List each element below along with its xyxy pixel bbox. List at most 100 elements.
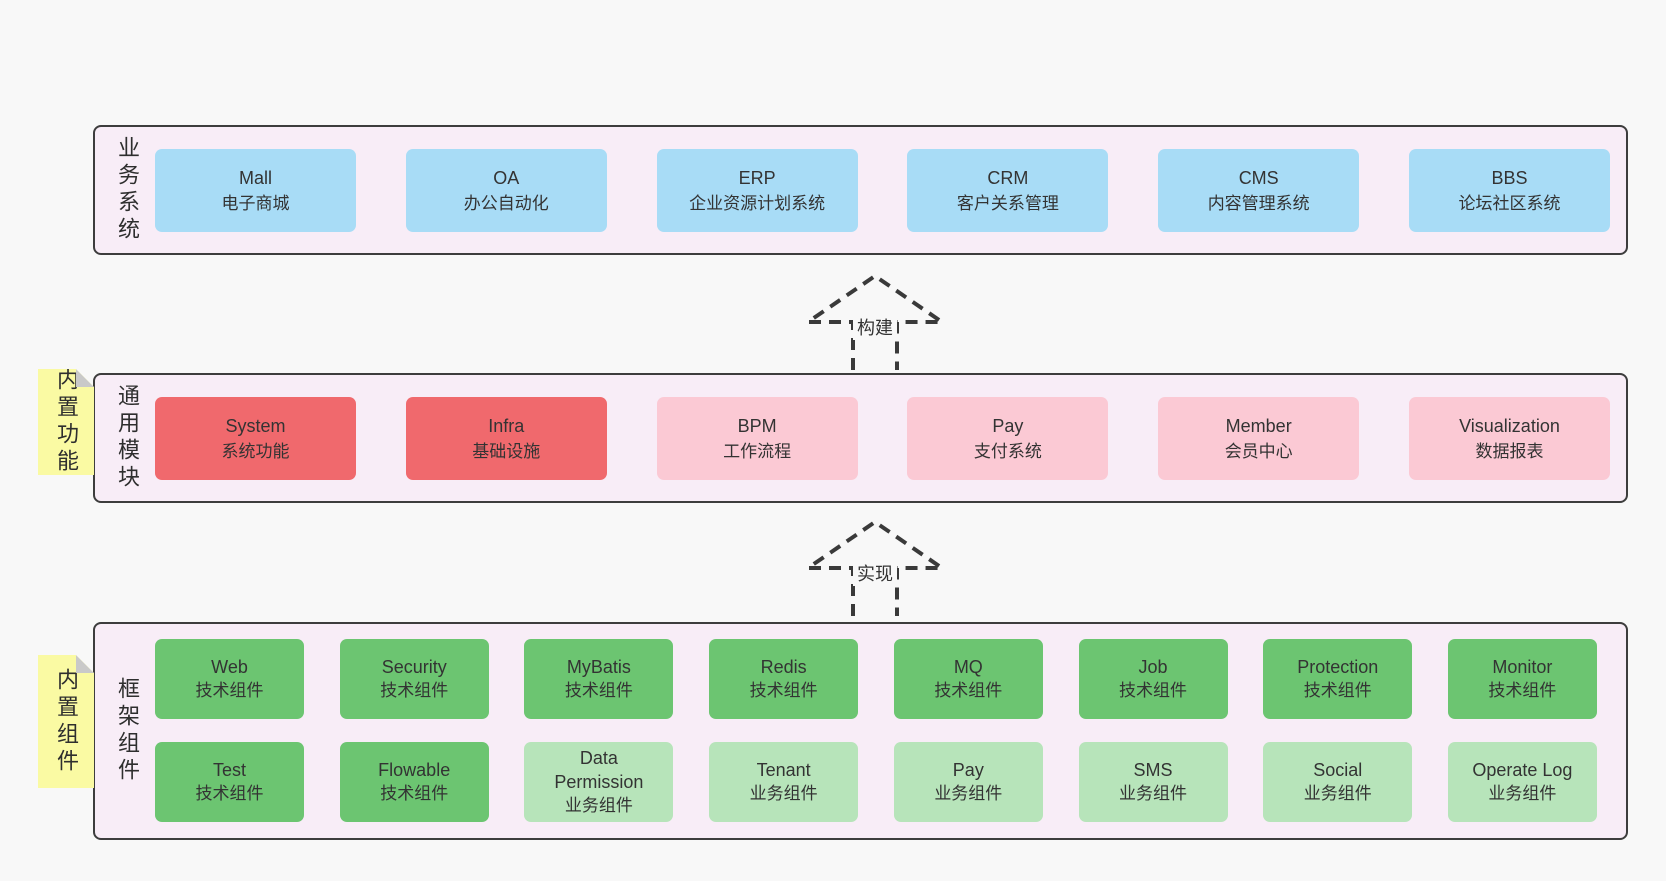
node-subtitle: 办公自动化	[463, 193, 549, 213]
node-subtitle: 业务组件	[1303, 784, 1372, 803]
diagram-node-mall: Mall 电子商城	[155, 148, 356, 232]
node-title: Job	[1138, 657, 1168, 677]
business-systems-boxes: Mall 电子商城 OA 办公自动化 ERP 企业资源计划系统 CRM 客户关系…	[155, 127, 1610, 253]
node-subtitle: 技术组件	[195, 681, 264, 700]
node-title: Security	[381, 657, 447, 677]
diagram-node-web: Web 技术组件	[155, 639, 304, 719]
node-title: System	[225, 415, 286, 436]
diagram-node-infra: Infra 基础设施	[405, 396, 607, 480]
node-title: Social	[1313, 760, 1363, 780]
diagram-node-erp: ERP 企业资源计划系统	[656, 148, 858, 232]
diagram-node-mq: MQ 技术组件	[893, 639, 1043, 719]
framework-components-grid: Web 技术组件 Security 技术组件 MyBatis 技术组件 Redi…	[155, 639, 1597, 822]
node-subtitle: 工作流程	[723, 441, 792, 461]
node-subtitle: 业务组件	[934, 784, 1003, 803]
node-title: Monitor	[1492, 657, 1553, 677]
layer-business-systems: 业务系统 Mall 电子商城 OA 办公自动化 ERP 企业资源计划系统 CRM…	[93, 125, 1628, 255]
diagram-node-redis: Redis 技术组件	[709, 639, 859, 719]
diagram-node-mybatis: MyBatis 技术组件	[524, 639, 674, 719]
node-title: SMS	[1133, 760, 1173, 780]
arrow-label: 实现	[853, 560, 897, 586]
node-subtitle: 电子商城	[221, 193, 290, 213]
diagram-node-pay-component: Pay 业务组件	[893, 742, 1043, 822]
node-subtitle: 支付系统	[973, 441, 1042, 461]
node-title: MyBatis	[566, 657, 631, 677]
node-subtitle: 业务组件	[564, 796, 633, 815]
node-title: CMS	[1238, 167, 1279, 188]
node-subtitle: 业务组件	[1488, 784, 1557, 803]
node-subtitle: 数据报表	[1475, 441, 1544, 461]
sticky-note-label: 内置功能	[54, 368, 79, 476]
node-title: Pay	[952, 760, 984, 780]
node-subtitle: 基础设施	[472, 441, 541, 461]
layer-common-modules: 通用模块 System 系统功能 Infra 基础设施 BPM 工作流程 Pay…	[93, 373, 1628, 503]
node-title: BPM	[737, 415, 777, 436]
diagram-node-visualization: Visualization 数据报表	[1408, 396, 1610, 480]
node-title: Operate Log	[1472, 760, 1573, 780]
node-subtitle: 技术组件	[195, 784, 264, 803]
node-subtitle: 论坛社区系统	[1458, 193, 1561, 213]
diagram-node-sms: SMS 业务组件	[1078, 742, 1228, 822]
layer-side-label: 通用模块	[115, 384, 140, 492]
node-subtitle: 业务组件	[1119, 784, 1188, 803]
diagram-node-tenant: Tenant 业务组件	[709, 742, 859, 822]
node-subtitle: 技术组件	[1488, 681, 1557, 700]
node-title: Tenant	[756, 760, 811, 780]
diagram-node-operate-log: Operate Log 业务组件	[1447, 742, 1597, 822]
node-title: BBS	[1491, 167, 1528, 188]
sticky-note-built-in-functions: 内置功能	[38, 369, 94, 475]
build-arrow: 构建	[800, 270, 950, 370]
node-subtitle: 技术组件	[380, 784, 449, 803]
node-title: Flowable	[378, 760, 451, 780]
node-subtitle: 技术组件	[1303, 681, 1372, 700]
arrow-label: 构建	[853, 314, 897, 340]
diagram-node-data-permission: Data Permission 业务组件	[524, 742, 674, 822]
folded-corner-icon	[76, 655, 94, 673]
node-title: OA	[493, 167, 520, 188]
node-subtitle: 技术组件	[1119, 681, 1188, 700]
layer-side-label: 业务系统	[115, 136, 140, 244]
node-subtitle: 系统功能	[221, 441, 290, 461]
common-modules-boxes: System 系统功能 Infra 基础设施 BPM 工作流程 Pay 支付系统…	[155, 375, 1610, 501]
node-title: Member	[1225, 415, 1292, 436]
node-subtitle: 客户关系管理	[956, 193, 1059, 213]
diagram-node-system: System 系统功能	[155, 396, 356, 480]
node-subtitle: 技术组件	[380, 681, 449, 700]
diagram-node-protection: Protection 技术组件	[1263, 639, 1413, 719]
diagram-node-pay-system: Pay 支付系统	[907, 396, 1109, 480]
diagram-node-job: Job 技术组件	[1078, 639, 1228, 719]
node-title: Protection	[1297, 657, 1379, 677]
node-title: Infra	[488, 415, 525, 436]
sticky-note-label: 内置组件	[54, 667, 79, 776]
node-title: Web	[211, 657, 248, 677]
framework-row-business: Test 技术组件 Flowable 技术组件 Data Permission …	[155, 742, 1597, 822]
node-title: Mall	[238, 167, 272, 188]
node-title: Data Permission	[554, 748, 644, 792]
node-subtitle: 业务组件	[749, 784, 818, 803]
node-subtitle: 技术组件	[564, 681, 633, 700]
diagram-node-crm: CRM 客户关系管理	[907, 148, 1109, 232]
diagram-node-flowable: Flowable 技术组件	[339, 742, 489, 822]
node-subtitle: 会员中心	[1224, 441, 1293, 461]
diagram-node-oa: OA 办公自动化	[405, 148, 607, 232]
node-subtitle: 技术组件	[934, 681, 1003, 700]
diagram-node-test: Test 技术组件	[155, 742, 304, 822]
node-title: CRM	[987, 167, 1029, 188]
node-subtitle: 技术组件	[749, 681, 818, 700]
node-title: MQ	[953, 657, 983, 677]
diagram-node-social: Social 业务组件	[1263, 742, 1413, 822]
diagram-node-bbs: BBS 论坛社区系统	[1408, 148, 1610, 232]
node-title: Test	[212, 760, 246, 780]
diagram-node-member: Member 会员中心	[1158, 396, 1360, 480]
diagram-node-bpm: BPM 工作流程	[656, 396, 858, 480]
diagram-node-monitor: Monitor 技术组件	[1447, 639, 1597, 719]
sticky-note-built-in-components: 内置组件	[38, 655, 94, 788]
node-title: Redis	[760, 657, 807, 677]
layer-side-label: 框架组件	[115, 677, 140, 785]
node-title: ERP	[738, 167, 776, 188]
folded-corner-icon	[76, 369, 94, 387]
node-subtitle: 企业资源计划系统	[689, 193, 826, 213]
layer-framework-components: 框架组件 Web 技术组件 Security 技术组件 MyBatis 技术组件…	[93, 622, 1628, 840]
diagram-node-security: Security 技术组件	[339, 639, 489, 719]
